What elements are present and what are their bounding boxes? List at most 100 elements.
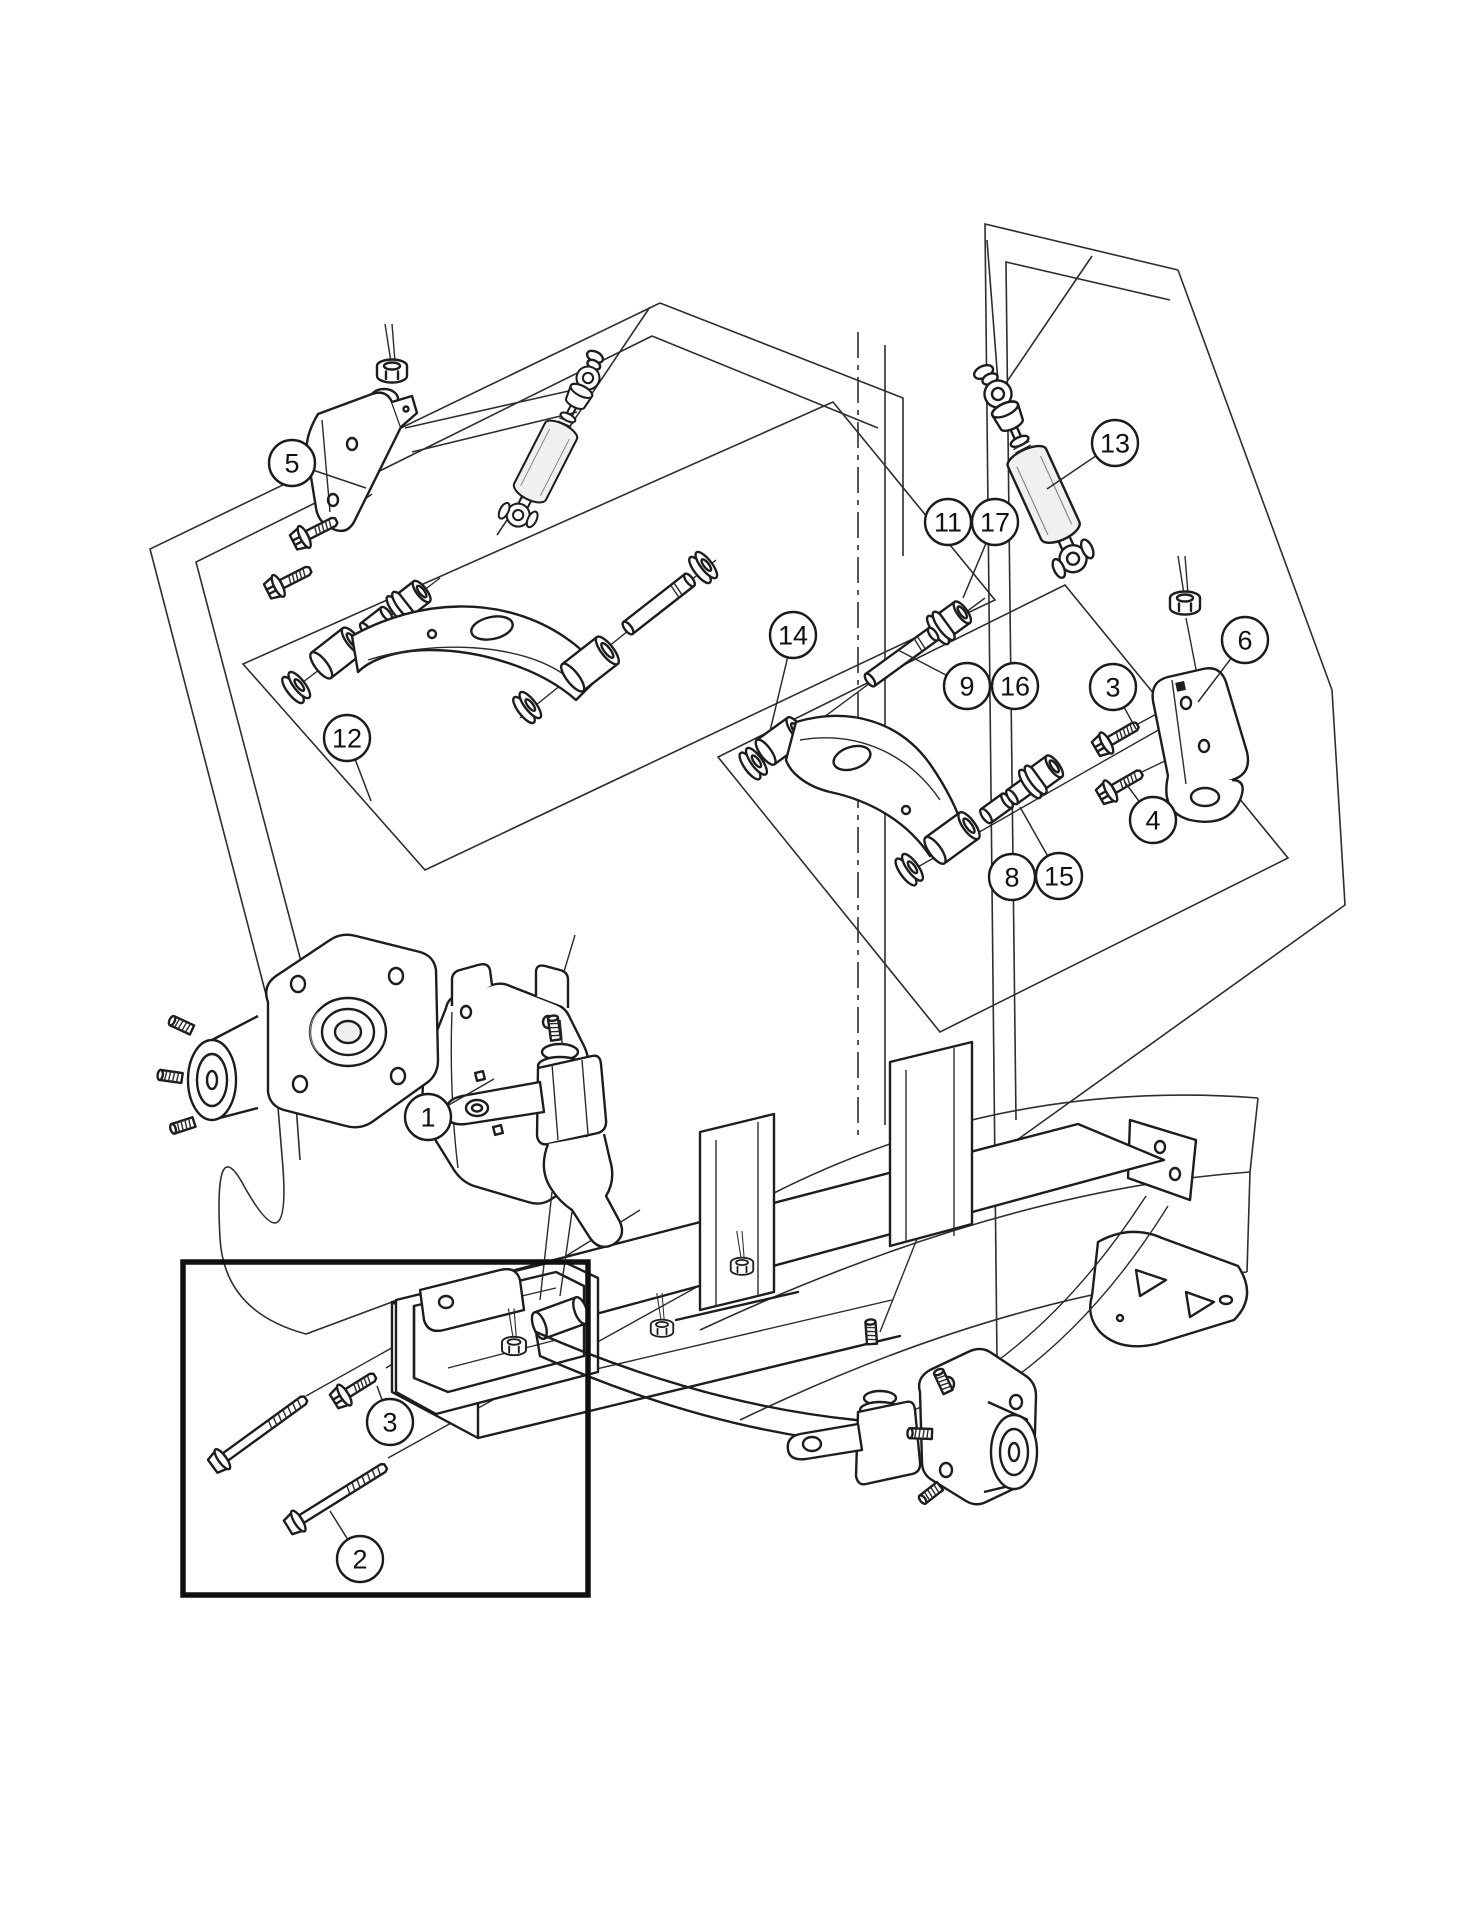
callout-1: 1 [403, 1078, 495, 1142]
kingpin-stud [546, 1013, 563, 1042]
callout-circle-17 [970, 497, 1020, 547]
flange-nut-right [1168, 554, 1202, 616]
hub-cylinder [186, 1038, 238, 1122]
callout-number-5: 5 [284, 449, 299, 479]
long-bolt [204, 1387, 314, 1478]
wheel-stud [155, 1068, 184, 1085]
callout-16: 16 [990, 661, 1040, 711]
detail-inset-box [180, 1259, 591, 1598]
callout-number-8: 8 [1004, 863, 1019, 893]
wheel-hub-spindle-left [155, 933, 624, 1357]
callout-number-17: 17 [980, 508, 1010, 538]
right-suspension-assembly [734, 354, 1250, 890]
callout-number-3: 3 [382, 1408, 397, 1438]
arm-washer [277, 667, 315, 708]
callout-6: 6 [1197, 615, 1270, 703]
callout-3: 3 [1088, 662, 1138, 730]
inset-bolts [204, 1364, 394, 1539]
callout-number-1: 1 [420, 1103, 435, 1133]
callout-circle-9 [942, 661, 992, 711]
callout-leader-3 [1123, 706, 1137, 730]
callout-circle-6 [1220, 615, 1270, 665]
callout-circle-3 [1088, 662, 1138, 712]
callout-leader-5 [313, 469, 367, 489]
leaf-spring-and-right-hub [534, 1195, 1169, 1507]
callout-number-14: 14 [778, 621, 808, 651]
left-suspension-assembly [260, 322, 722, 728]
shock-mount-bracket-left [305, 391, 403, 533]
callout-leader-9 [897, 649, 947, 677]
callout-11: 11 [923, 497, 973, 547]
arm-washer [508, 687, 546, 728]
callout-circle-14 [768, 610, 818, 660]
callout-circle-2 [335, 1534, 385, 1584]
wheel-stud [916, 1480, 945, 1507]
callout-13: 13 [1046, 418, 1140, 490]
channel-bracket-left [698, 1112, 776, 1312]
callout-number-12: 12 [332, 724, 362, 754]
callout-circle-16 [990, 661, 1040, 711]
callout-number-16: 16 [1000, 672, 1030, 702]
callout-circle-15 [1034, 851, 1084, 901]
spring-clevis-bracket [418, 1267, 526, 1333]
wheel-stud [166, 1013, 196, 1036]
kingpin-body [535, 1054, 608, 1146]
kingpin-body-right [854, 1400, 922, 1486]
callout-8: 8 [987, 852, 1037, 902]
callout-leader-1 [447, 1078, 495, 1107]
frame-end-bracket [1089, 1230, 1249, 1348]
callout-3: 3 [365, 1385, 415, 1447]
callout-leader-12 [354, 759, 372, 802]
callout-number-4: 4 [1145, 806, 1160, 836]
callout-leader-17 [962, 542, 987, 599]
long-bolt-2 [280, 1455, 394, 1539]
callout-15: 15 [1019, 806, 1084, 901]
callout-leader-2 [329, 1510, 349, 1540]
wheel-stud [906, 1426, 934, 1441]
pivot-rod-left [619, 570, 698, 638]
callout-number-11: 11 [934, 508, 962, 538]
hub-cylinder-right [989, 1413, 1039, 1491]
upper-control-arm-left [350, 605, 602, 702]
callout-leader-3 [376, 1385, 383, 1401]
frame-cross-member [390, 1040, 1259, 1440]
callout-circle-4 [1128, 795, 1178, 845]
flange-nut-left [375, 322, 409, 384]
callout-leader-15 [1019, 806, 1049, 857]
callout-circle-12 [322, 713, 372, 763]
callout-number-9: 9 [959, 672, 974, 702]
callout-circle-1 [403, 1092, 453, 1142]
bolt-3 [1088, 713, 1145, 761]
callout-number-13: 13 [1100, 429, 1130, 459]
callout-5: 5 [267, 438, 367, 489]
callout-9: 9 [897, 649, 992, 711]
shock-mount-bracket-right [1151, 667, 1250, 791]
callout-number-2: 2 [352, 1545, 367, 1575]
callout-14: 14 [768, 610, 818, 732]
arm-rear-tube [559, 635, 621, 693]
arm-washer [890, 849, 928, 890]
callout-number-3: 3 [1105, 673, 1120, 703]
callout-12: 12 [322, 713, 372, 802]
channel-bracket-right [888, 1040, 974, 1248]
callout-leader-4 [1123, 780, 1140, 802]
wheel-stud [167, 1116, 197, 1136]
arm-rear-tube-right [923, 811, 981, 865]
callout-leader-13 [1046, 455, 1097, 490]
rail-bolt-head [649, 1292, 675, 1338]
callout-circle-5 [267, 438, 317, 488]
kingpin-stud-right [864, 1317, 879, 1346]
callout-circle-3 [365, 1397, 415, 1447]
callout-number-6: 6 [1237, 626, 1252, 656]
callout-17: 17 [962, 497, 1020, 599]
callout-2: 2 [329, 1510, 385, 1584]
callout-leader-6 [1197, 657, 1232, 703]
callout-number-15: 15 [1044, 862, 1074, 892]
callout-4: 4 [1123, 780, 1178, 845]
bracket-bolt [260, 557, 317, 604]
frame-backdrop-panels [149, 222, 1346, 1361]
callout-leader-14 [769, 657, 789, 732]
